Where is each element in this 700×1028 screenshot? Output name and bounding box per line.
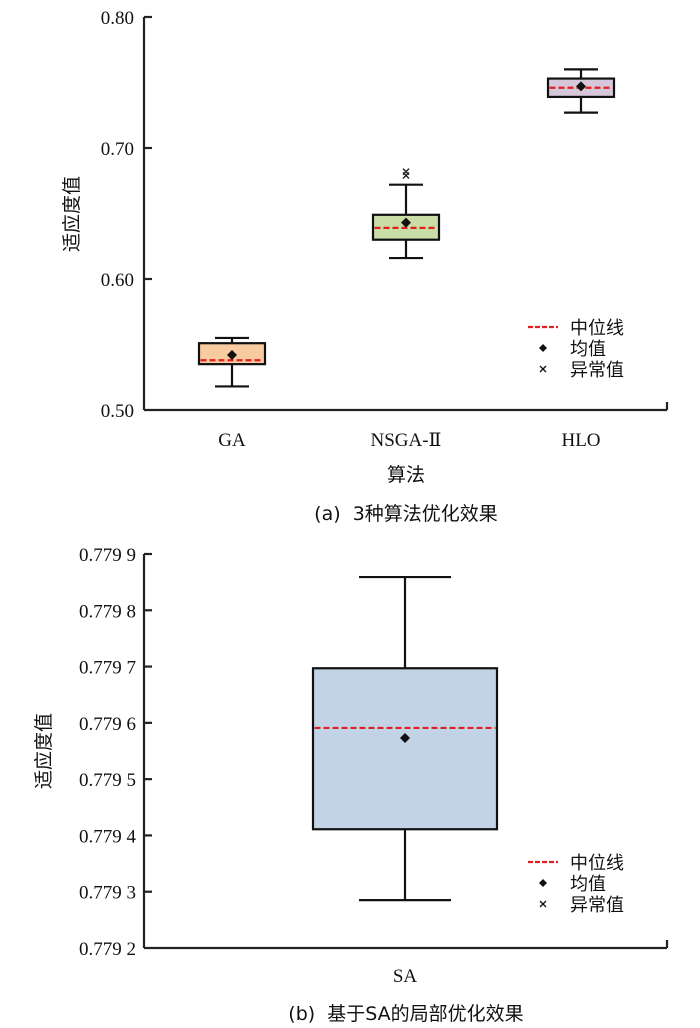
mean-marker	[400, 733, 410, 744]
iqr-box	[311, 667, 499, 831]
box-nsga-	[371, 168, 441, 260]
y-tick-label: 0.779 7	[79, 658, 136, 679]
y-tick-label: 0.50	[101, 401, 134, 422]
x-tick-labels: GA NSGA-Ⅱ HLO	[218, 430, 600, 451]
y-tick-label: 0.60	[101, 270, 134, 291]
legend-mean-swatch	[539, 879, 547, 887]
box-ga	[197, 336, 267, 388]
x-axis-title: 算法	[387, 464, 425, 486]
legend-label: 异常值	[570, 360, 624, 381]
y-axis-title: 适应度值	[61, 176, 83, 252]
legend-outlier-swatch	[539, 900, 547, 908]
y-ticks: 0.50 0.60 0.70 0.80	[101, 8, 152, 422]
axes	[142, 554, 669, 950]
y-tick-label: 0.779 2	[79, 939, 136, 960]
x-tick-label: SA	[393, 966, 418, 987]
y-tick-label: 0.70	[101, 139, 134, 160]
y-tick-label: 0.779 8	[79, 601, 136, 622]
x-tick-label: GA	[218, 430, 246, 451]
y-tick-label: 0.779 6	[79, 714, 136, 735]
boxes	[311, 575, 499, 902]
legend-label: 异常值	[570, 895, 624, 916]
y-tick-label: 0.779 9	[79, 545, 136, 566]
caption: (a) 3种算法优化效果	[314, 503, 498, 525]
legend-mean-swatch	[539, 344, 547, 352]
legend-label: 均值	[570, 874, 606, 895]
outlier-marker	[402, 168, 410, 176]
chart-panel-b: 0.779 2 0.779 3 0.779 4 0.779 5 0.779 6 0.779…	[33, 545, 669, 1025]
x-tick-label: HLO	[561, 430, 600, 451]
box-hlo	[546, 68, 616, 114]
chart-panel-a: 0.50 0.60 0.70 0.80 GA NSGA-Ⅱ HLO 适应度值 算法 中位线…	[61, 8, 669, 525]
outlier-stroke	[402, 168, 410, 176]
mean-marker	[401, 217, 411, 228]
caption: (b) 基于SA的局部优化效果	[288, 1003, 523, 1025]
box-sa	[311, 575, 499, 902]
y-tick-label: 0.80	[101, 8, 134, 29]
legend-label: 中位线	[570, 318, 624, 339]
legend-label: 均值	[570, 339, 606, 360]
x-tick-labels: SA	[393, 966, 418, 987]
boxes	[197, 68, 616, 388]
y-ticks: 0.779 2 0.779 3 0.779 4 0.779 5 0.779 6 0.779…	[79, 545, 152, 960]
legend-outlier-swatch	[539, 365, 547, 373]
mean-marker	[227, 349, 237, 360]
legend-label: 中位线	[570, 853, 624, 874]
y-tick-label: 0.779 3	[79, 883, 136, 904]
y-axis-title: 适应度值	[33, 713, 55, 789]
y-tick-label: 0.779 4	[79, 826, 137, 847]
mean-marker	[576, 81, 586, 92]
x-tick-label: NSGA-Ⅱ	[371, 430, 442, 451]
axes	[142, 17, 669, 412]
y-tick-label: 0.779 5	[79, 770, 136, 791]
